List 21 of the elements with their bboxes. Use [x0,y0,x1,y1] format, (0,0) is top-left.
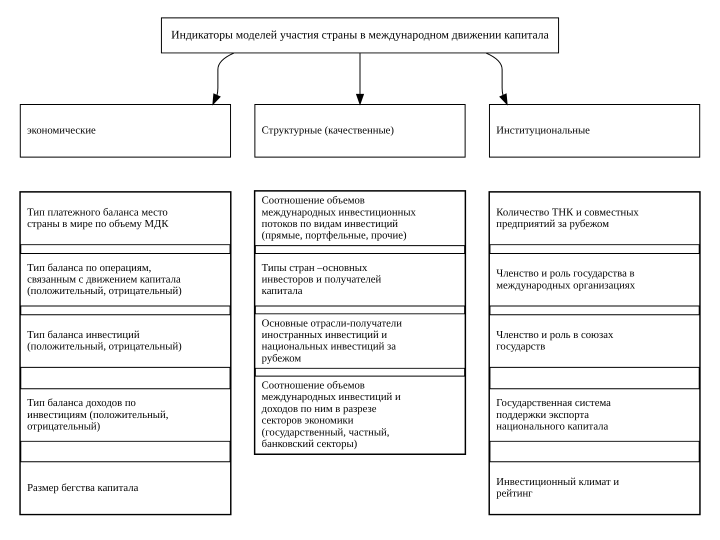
node-box: Соотношение объемов международных инвестиций и доходов по ним в разрезе секторов экономики (государственный, частный, банковский секторы) [254,376,466,454]
node-box: Тип платежного баланса место страны в мире по объему МДК [20,192,232,246]
node-box: Количество ТНК и совместных предприятий за рубежом [488,192,700,246]
node-box: Тип баланса по операциям, связанным с движением капитала (положительный, отрицательный) [20,252,232,306]
node-box: Тип баланса инвестиций (положительный, отрицательный) [20,314,232,368]
node-box: Структурные (качественные) [254,104,466,158]
arrow [356,52,364,106]
node-box: Соотношение объемов международных инвестиционных потоков по видам инвестиций (прямые, портфельные, прочие) [254,190,466,246]
arrow [486,52,508,106]
node-box: Членство и роль государства в международных организациях [488,252,700,306]
node-box: Инвестиционный климат и рейтинг [488,461,700,515]
node-box: Основные отрасли-получатели иностранных инвестиций и национальных инвестиций за рубежом [254,313,466,369]
node-box: Институциональные [488,104,700,158]
node-box: Типы стран –основных инвесторов и получателей капитала [254,252,466,306]
node-box: Индикаторы моделей участия страны в международном движении капитала [160,17,560,54]
node-box: Тип баланса доходов по инвестициям (положительный, отрицательный) [20,388,232,442]
node-box: Размер бегства капитала [20,461,232,515]
arrow [212,52,234,106]
node-box: Членство и роль в союзах государств [488,314,700,368]
node-box: экономические [20,104,232,158]
node-box: Государственная система поддержки экспорта национального капитала [488,388,700,442]
